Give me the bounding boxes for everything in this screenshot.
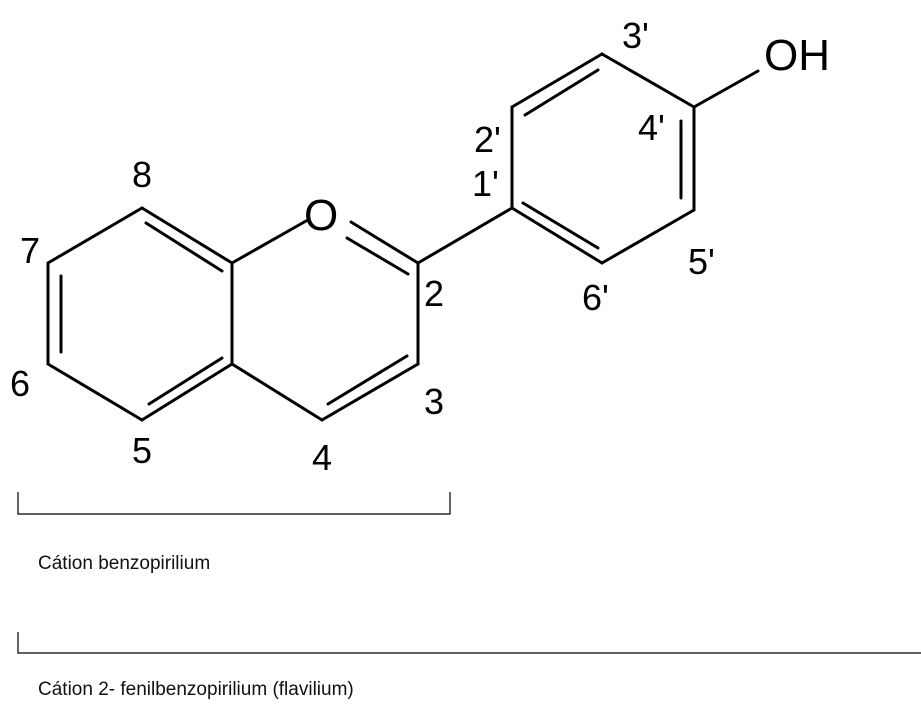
- bond-c3p-c4p: [600, 52, 696, 109]
- bracket-benzopirilium: [17, 492, 451, 515]
- bond-c8a-o: [230, 219, 308, 265]
- bracket-flavilium: [17, 632, 921, 654]
- bond-c6p-c1p: [510, 206, 604, 265]
- hydroxyl-label: OH: [764, 31, 830, 80]
- bond-c3-c4: [320, 362, 420, 422]
- bond-c6-c5: [46, 362, 144, 422]
- bond-c5-c4a: [140, 362, 234, 422]
- locant-1p: 1': [472, 163, 499, 204]
- bond-c4p-oh: [692, 69, 760, 109]
- bond-c6p-c1p-inner: [521, 201, 600, 250]
- locant-4: 4: [312, 437, 332, 478]
- locant-4p: 4': [638, 107, 665, 148]
- locant-2: 2: [424, 273, 444, 314]
- locant-3: 3: [424, 381, 444, 422]
- bond-c8a-c8: [140, 206, 234, 265]
- locant-6p: 6': [582, 277, 609, 318]
- bond-o-c2-inner: [345, 236, 410, 276]
- bond-c2-c1p: [416, 206, 514, 265]
- caption-benzopirilium: Cátion benzopirilium: [38, 553, 211, 574]
- pyrylium-ring: [230, 219, 420, 422]
- bond-c8a-c8-inner: [144, 221, 224, 273]
- locant-6: 6: [10, 363, 30, 404]
- caption-flavilium: Cátion 2- fenilbenzopirilium (flavilium): [38, 679, 354, 700]
- locant-7: 7: [20, 230, 40, 271]
- locant-2p: 2': [474, 119, 501, 160]
- bond-c2p-c3p: [510, 52, 604, 109]
- bond-c4-c4a: [230, 362, 324, 422]
- bond-c5p-c6p: [600, 208, 696, 265]
- locant-8: 8: [132, 154, 152, 195]
- bond-c8-c7: [46, 206, 144, 265]
- ring-oxygen-label: O: [304, 191, 338, 240]
- locant-3p: 3': [622, 15, 649, 56]
- phenyl-ring: [510, 52, 696, 265]
- bond-o-c2: [349, 220, 420, 265]
- locant-5: 5: [132, 430, 152, 471]
- bond-c2p-c3p-inner: [523, 68, 600, 117]
- locant-5p: 5': [688, 241, 715, 282]
- bond-c3-c4-inner: [326, 354, 409, 406]
- bond-c5-c4a-inner: [147, 356, 224, 406]
- benzo-ring: [46, 206, 234, 422]
